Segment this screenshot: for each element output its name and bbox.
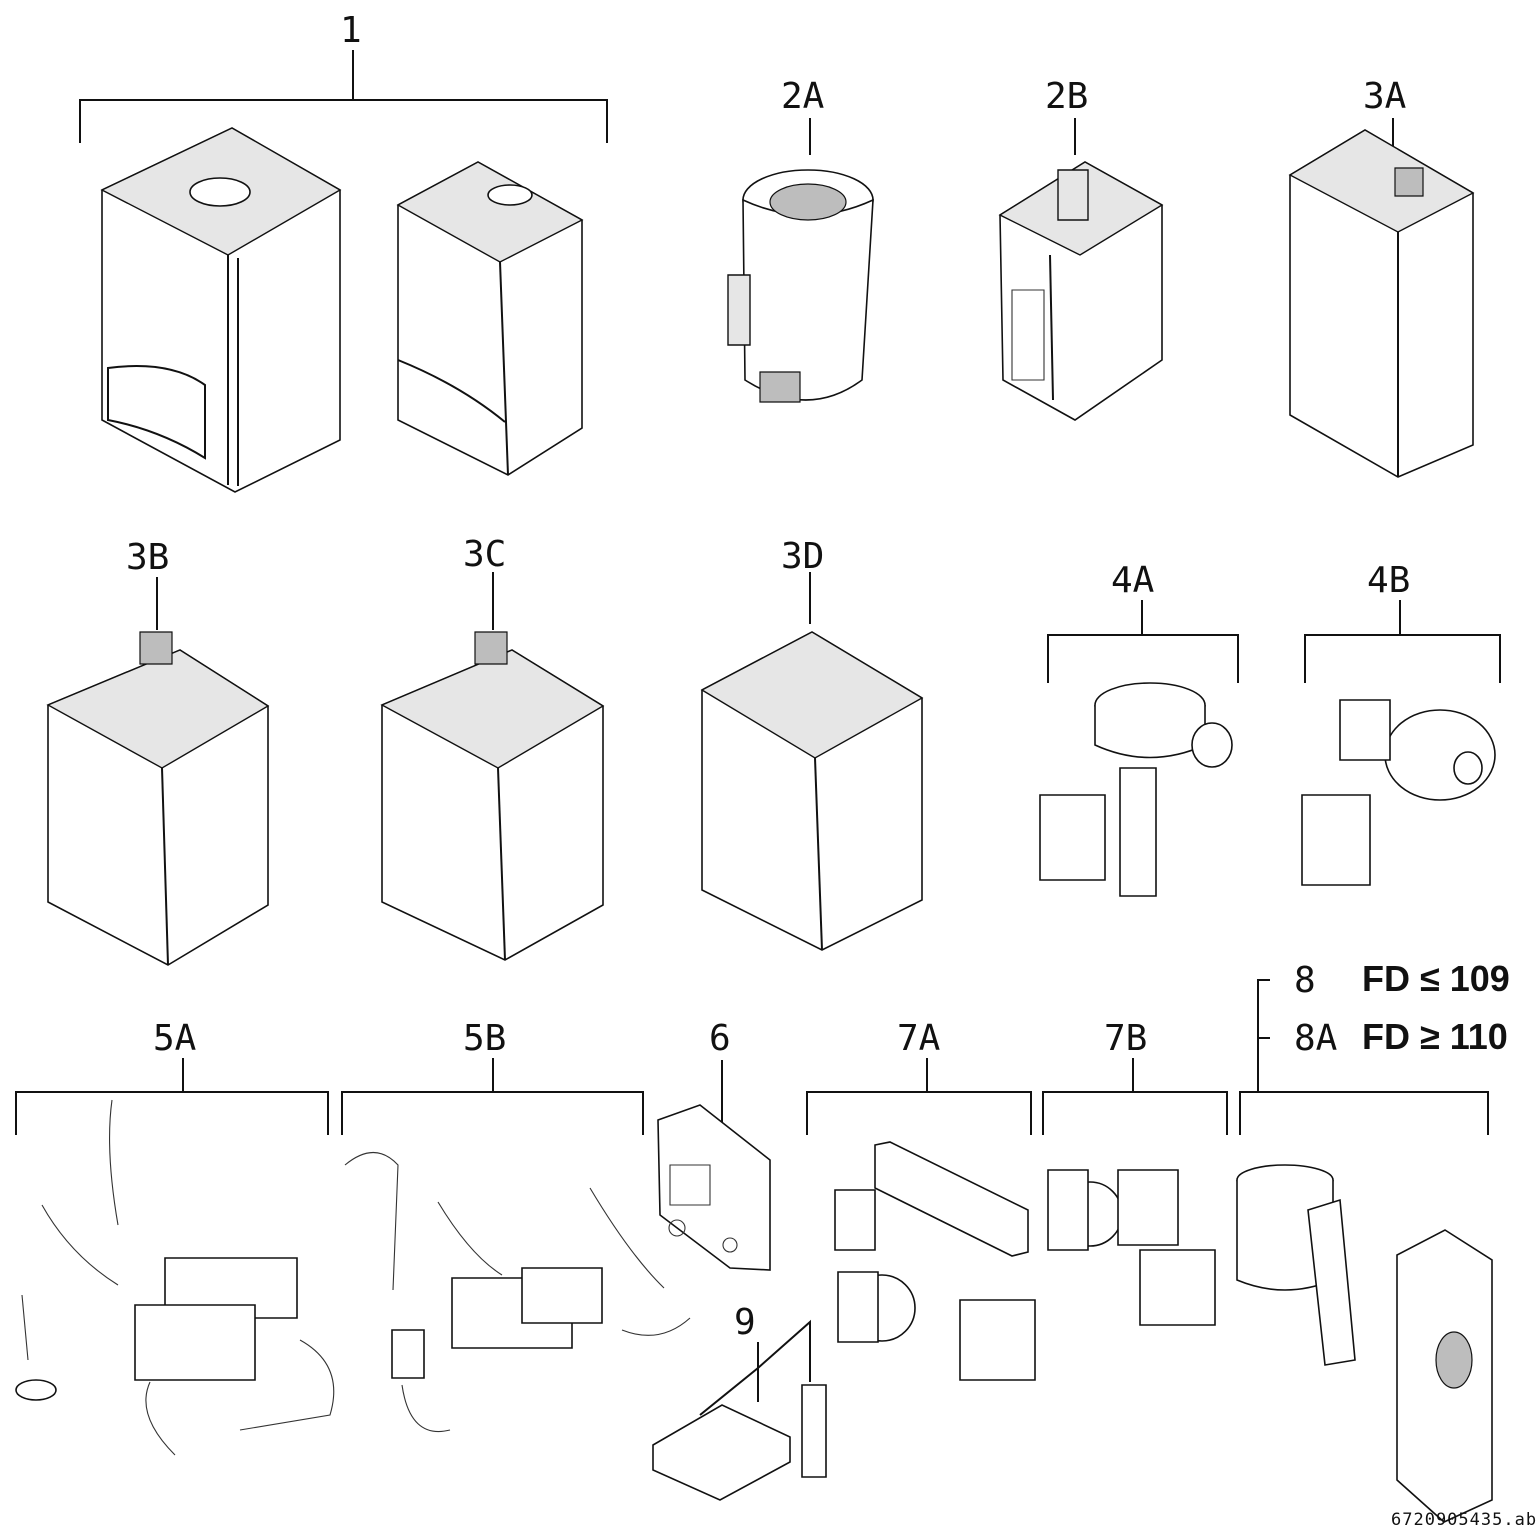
- document-id: 6720905435.ab: [1391, 1510, 1538, 1530]
- boiler-unit-3c: [382, 572, 603, 960]
- fan-gas-valve-4a: [1040, 600, 1238, 896]
- heat-exchanger-2a: [728, 118, 873, 402]
- seal-kit-9: [653, 1322, 826, 1500]
- label-6: 6: [709, 1018, 731, 1059]
- label-3b: 3B: [126, 537, 170, 578]
- label-3d: 3D: [781, 536, 825, 577]
- boiler-unit-3a: [1290, 118, 1473, 477]
- hydraulic-assembly-5b: [342, 1058, 690, 1432]
- label-5a: 5A: [153, 1018, 197, 1059]
- condition-8: FD ≤ 109: [1362, 958, 1510, 999]
- control-unit-6: [658, 1060, 770, 1270]
- casing-shell-b: [398, 162, 582, 475]
- label-5b: 5B: [463, 1018, 507, 1059]
- heat-exchanger-2b: [1000, 118, 1162, 420]
- boiler-unit-3d: [702, 572, 922, 950]
- casing-shell-a: [102, 128, 340, 492]
- boiler-unit-3b: [48, 577, 268, 965]
- pump-assembly-7b: [1043, 1058, 1227, 1325]
- pump-exchanger-7a: [807, 1058, 1035, 1380]
- fan-gas-valve-4b: [1302, 600, 1500, 885]
- label-4b: 4B: [1367, 560, 1411, 601]
- label-7b: 7B: [1104, 1018, 1148, 1059]
- label-4a: 4A: [1111, 560, 1155, 601]
- label-1: 1: [340, 10, 362, 51]
- hydraulic-assembly-5a: [16, 1058, 334, 1455]
- expansion-vessel-8: [1237, 980, 1492, 1522]
- label-3a: 3A: [1363, 76, 1407, 117]
- bracket-1: [80, 50, 607, 143]
- label-2b: 2B: [1045, 76, 1089, 117]
- label-7a: 7A: [897, 1018, 941, 1059]
- condition-8a: FD ≥ 110: [1362, 1016, 1508, 1057]
- label-9: 9: [734, 1302, 756, 1343]
- label-8a: 8A: [1294, 1018, 1338, 1059]
- label-2a: 2A: [781, 76, 825, 117]
- label-8: 8: [1294, 960, 1316, 1001]
- label-3c: 3C: [463, 534, 507, 575]
